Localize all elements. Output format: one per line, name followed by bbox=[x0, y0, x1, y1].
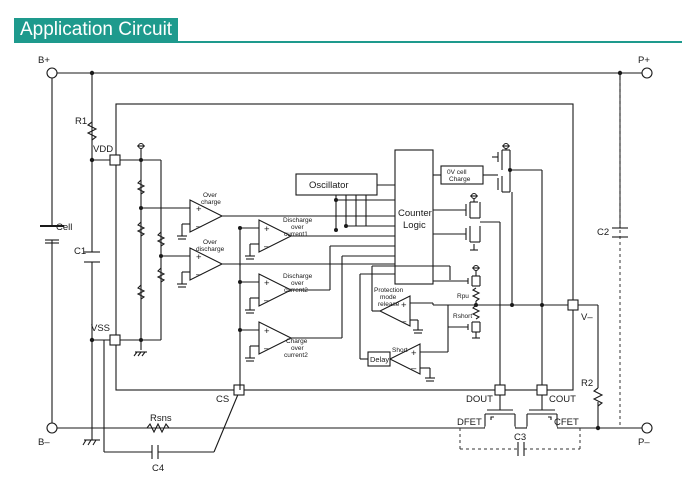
coc2-plus: + bbox=[264, 326, 270, 337]
c4-label: C4 bbox=[152, 463, 164, 474]
b-minus-terminal bbox=[46, 422, 58, 434]
c1-capacitor bbox=[84, 251, 100, 263]
discharge-overcurrent1-comparator bbox=[258, 219, 293, 253]
short-plus: + bbox=[411, 348, 417, 359]
short-comparator bbox=[388, 343, 421, 375]
zero-v-charge-label: 0V cell Charge bbox=[447, 169, 471, 183]
overcharge-label: Over charge bbox=[201, 192, 221, 206]
c2-label: C2 bbox=[597, 227, 609, 238]
dout-driver-pmos bbox=[433, 192, 501, 385]
b-minus-label: B– bbox=[38, 437, 50, 448]
r2-label: R2 bbox=[581, 378, 593, 389]
overdischarge-plus: + bbox=[196, 252, 202, 263]
c1-label: C1 bbox=[74, 246, 86, 257]
vss-label: VSS bbox=[91, 323, 110, 334]
p-minus-label: P– bbox=[638, 437, 650, 448]
oscillator-label: Oscillator bbox=[309, 180, 349, 191]
protection-ic-body bbox=[115, 103, 574, 391]
rshort-label: Rshort bbox=[453, 313, 472, 320]
vdd-label: VDD bbox=[93, 144, 113, 155]
internal-rails bbox=[120, 148, 162, 350]
doc1-plus: + bbox=[264, 224, 270, 235]
ground-symbol-internal bbox=[133, 351, 147, 357]
prot-minus: – bbox=[401, 316, 407, 327]
section-title: Application Circuit bbox=[14, 18, 179, 42]
rsns-label: Rsns bbox=[150, 413, 172, 424]
cout-label: COUT bbox=[549, 394, 576, 405]
discharge-overcurrent2-comparator bbox=[258, 273, 293, 307]
c3-capacitor bbox=[459, 428, 581, 456]
cfet-transistor bbox=[526, 395, 558, 428]
short-minus: – bbox=[411, 363, 417, 374]
short-label: Short bbox=[392, 347, 408, 354]
v-minus-pin bbox=[567, 299, 579, 311]
dfet-label: DFET bbox=[457, 417, 482, 428]
doc2-minus: – bbox=[264, 295, 270, 306]
cs-label: CS bbox=[216, 394, 229, 405]
cfet-label: CFET bbox=[554, 417, 579, 428]
c4-capacitor bbox=[151, 445, 159, 459]
overdischarge-minus: – bbox=[196, 269, 202, 280]
overdischarge-label: Over discharge bbox=[196, 239, 225, 253]
overcharge-plus: + bbox=[196, 204, 202, 215]
cout-pin bbox=[536, 384, 548, 396]
r2-resistor bbox=[592, 387, 604, 407]
coc2-label: Charge over current2 bbox=[284, 338, 309, 359]
cout-driver-pmos bbox=[492, 142, 543, 385]
doc1-minus: – bbox=[264, 241, 270, 252]
ground-symbol-bminus bbox=[82, 428, 100, 446]
overcharge-minus: – bbox=[196, 221, 202, 232]
doc2-plus: + bbox=[264, 278, 270, 289]
cs-pin bbox=[233, 384, 245, 396]
r1-resistor bbox=[86, 121, 98, 141]
prot-plus: + bbox=[401, 300, 407, 311]
delay-label: Delay bbox=[370, 355, 389, 364]
coc2-minus: – bbox=[264, 343, 270, 354]
p-minus-terminal bbox=[641, 422, 653, 434]
b-plus-label: B+ bbox=[38, 55, 50, 66]
rpu-label: Rpu bbox=[457, 293, 469, 300]
c3-label: C3 bbox=[514, 432, 526, 443]
r1-label: R1 bbox=[75, 116, 87, 127]
header-rule bbox=[14, 41, 682, 43]
b-plus-terminal bbox=[46, 67, 58, 79]
dfet-transistor bbox=[484, 395, 516, 428]
v-minus-sense-network bbox=[433, 264, 568, 339]
overcurrent-references bbox=[239, 227, 259, 390]
vdd-pin bbox=[109, 154, 121, 166]
dout-pin bbox=[494, 384, 506, 396]
counter-logic-block bbox=[394, 149, 434, 285]
protection-release-comparator bbox=[378, 295, 411, 327]
p-plus-label: P+ bbox=[638, 55, 650, 66]
v-minus-label: V– bbox=[581, 312, 593, 323]
doc1-label: Discharge over current1 bbox=[283, 217, 314, 238]
overcharge-comparator bbox=[189, 199, 224, 233]
cell-symbol bbox=[40, 225, 64, 244]
rsns-resistor bbox=[146, 422, 170, 434]
c2-capacitor bbox=[612, 227, 628, 238]
divider-ladder-left bbox=[136, 179, 146, 300]
charge-overcurrent2-comparator bbox=[258, 321, 293, 355]
overdischarge-comparator bbox=[189, 247, 224, 281]
cell-label: Cell bbox=[56, 222, 72, 233]
dout-label: DOUT bbox=[466, 394, 493, 405]
counter-logic-label: Counter Logic bbox=[398, 208, 434, 231]
vss-pin bbox=[109, 334, 121, 346]
protection-release-label: Protection mode release bbox=[374, 287, 405, 308]
p-plus-terminal bbox=[641, 67, 653, 79]
logic-input-bus bbox=[222, 184, 395, 339]
section-header: Application Circuit bbox=[14, 18, 682, 44]
divider-ladder-right bbox=[156, 231, 166, 283]
